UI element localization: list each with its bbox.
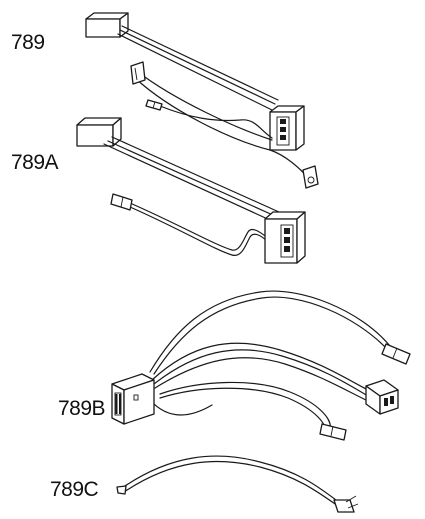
lead-789c-terminal: [333, 495, 359, 513]
wire-harness-multi-lead-icon: [111, 290, 411, 441]
wire-harness-two-connector-icon: [85, 12, 319, 189]
part-label-789a: 789A: [11, 151, 59, 174]
harness-789b-left-connector: [111, 373, 155, 425]
harness-789a-left-connector: [76, 117, 122, 147]
harness-789-right-connector: [269, 105, 305, 151]
part-label-789c: 789C: [50, 478, 99, 501]
wire-harness-sensor-icon: [76, 117, 306, 264]
harness-789a-sensor-probe: [110, 193, 133, 211]
harness-789-pin: [145, 99, 163, 111]
harness-789-left-connector: [85, 12, 129, 38]
harness-789-clip-right: [302, 165, 319, 189]
harness-789b-probe-bottom: [319, 423, 347, 441]
single-wire-lead-icon: [116, 455, 359, 513]
harness-789b-right-connector: [365, 379, 399, 415]
harness-789b-probe-top: [381, 343, 411, 365]
harness-789-clip-left: [130, 61, 146, 85]
harness-789a-right-connector: [264, 211, 306, 264]
part-label-789b: 789B: [58, 397, 106, 420]
part-label-789: 789: [11, 31, 45, 54]
